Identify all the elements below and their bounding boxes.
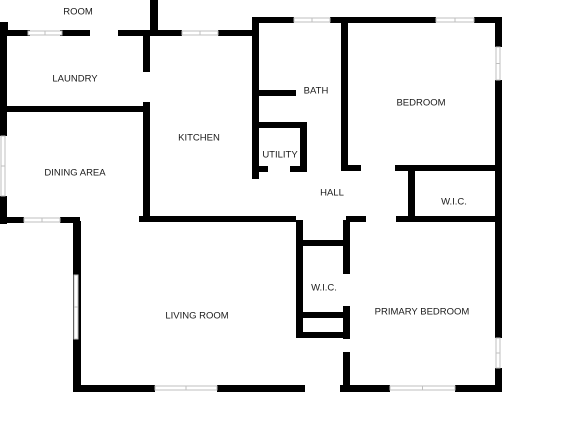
wall-hall-bottom-b bbox=[346, 216, 366, 222]
wall-wic-hall-top bbox=[296, 240, 348, 246]
wall-primary-bottom bbox=[455, 385, 501, 392]
wall-kitchen-bottom bbox=[139, 216, 261, 222]
room-label-hall: HALL bbox=[320, 188, 344, 199]
wall-wic-hall-base bbox=[296, 332, 350, 338]
wall-dining-bottom-b bbox=[60, 217, 80, 223]
wall-top-laundry-a bbox=[0, 30, 30, 36]
wall-hall-bottom-a bbox=[256, 216, 296, 222]
room-label-living-room: LIVING ROOM bbox=[165, 311, 228, 322]
wall-bedroom-bottom-a bbox=[341, 165, 361, 171]
wall-living-bottom-b bbox=[217, 385, 305, 392]
wall-bath-bottom-a bbox=[252, 90, 296, 96]
wall-utility-bottom-a bbox=[256, 166, 268, 172]
wall-bedroom-left bbox=[341, 17, 348, 169]
wall-wic-primary-b bbox=[343, 306, 350, 339]
wall-stub-room-right bbox=[150, 0, 158, 30]
wall-dining-bottom-a bbox=[0, 217, 24, 223]
wall-right-b bbox=[495, 80, 502, 338]
wall-top-main-b bbox=[330, 17, 436, 23]
room-label-room: ROOM bbox=[63, 7, 93, 18]
wall-left-lower bbox=[0, 196, 7, 224]
wall-utility-top bbox=[256, 122, 306, 128]
wall-primary-left-c bbox=[343, 352, 350, 392]
room-label-primary-bedroom: PRIMARY BEDROOM bbox=[375, 307, 470, 318]
wall-top-kitchen-b bbox=[218, 30, 256, 36]
wall-wic-primary-a bbox=[343, 220, 350, 274]
wall-utility-right bbox=[300, 122, 307, 172]
wall-left-upper bbox=[0, 30, 7, 136]
room-label-laundry: LAUNDRY bbox=[52, 74, 98, 85]
wall-stub-left bbox=[0, 22, 8, 32]
wall-utility-bottom-b bbox=[290, 166, 307, 172]
wall-kitchen-left-a bbox=[143, 30, 150, 72]
wall-top-laundry-b bbox=[60, 30, 90, 36]
room-label-kitchen: KITCHEN bbox=[178, 133, 220, 144]
room-label-wic-hall: W.I.C. bbox=[311, 283, 337, 294]
wall-top-main-c bbox=[474, 17, 501, 23]
wall-wic-hall-left bbox=[296, 220, 303, 338]
room-label-utility: UTILITY bbox=[262, 150, 298, 161]
wall-wic-hall-bottom bbox=[296, 312, 348, 318]
wall-kitchen-left-b bbox=[143, 102, 150, 220]
wall-hall-bottom-c bbox=[396, 216, 502, 222]
room-label-bath: BATH bbox=[304, 86, 329, 97]
wall-bedroom-bottom-b bbox=[395, 165, 501, 171]
wall-right-c bbox=[495, 368, 502, 392]
walls bbox=[0, 0, 502, 392]
room-label-bedroom: BEDROOM bbox=[396, 98, 445, 109]
wall-wic-primary-left bbox=[408, 168, 415, 220]
windows bbox=[0, 17, 501, 391]
room-label-dining-area: DINING AREA bbox=[44, 168, 106, 179]
wall-living-bottom-c bbox=[340, 385, 390, 392]
wall-laundry-bottom bbox=[0, 106, 145, 112]
room-label-wic-primary: W.I.C. bbox=[441, 197, 467, 208]
wall-kitchen-right bbox=[252, 17, 259, 179]
room-labels: ROOM LAUNDRY KITCHEN BATH BEDROOM UTILIT… bbox=[44, 7, 469, 322]
wall-right-a bbox=[495, 17, 502, 47]
wall-top-main-a bbox=[252, 17, 294, 23]
wall-living-bottom-a bbox=[73, 385, 155, 392]
